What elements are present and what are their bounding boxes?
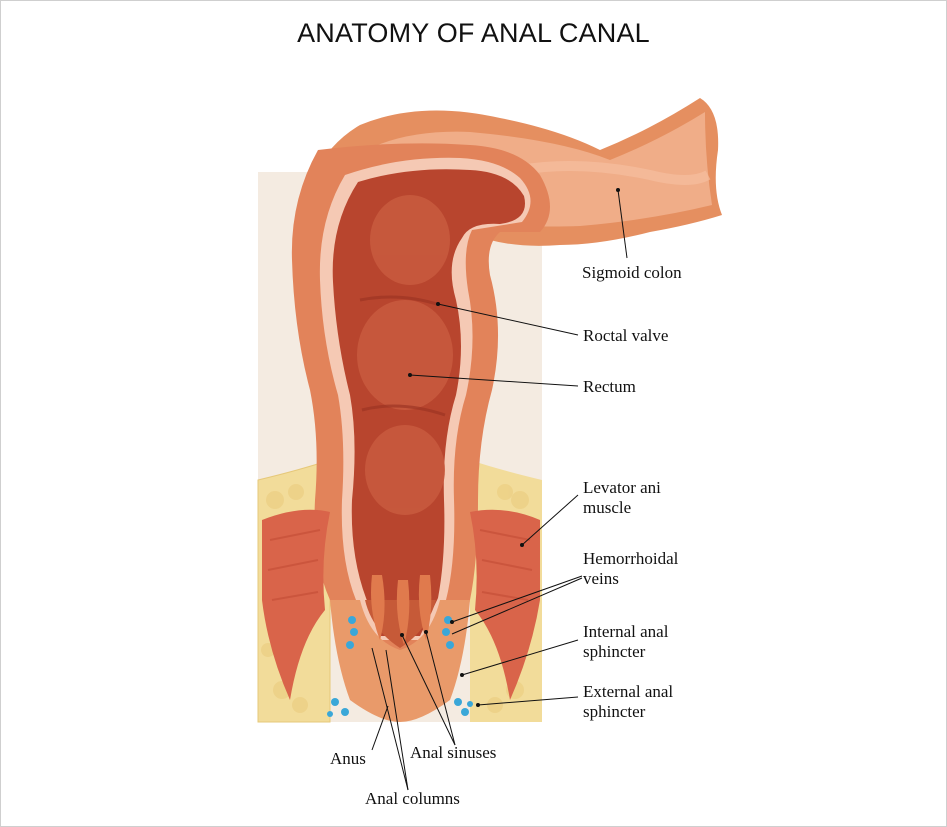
- label-sigmoid-colon: Sigmoid colon: [582, 263, 682, 282]
- label-anus: Anus: [330, 749, 366, 768]
- label-rectum: Rectum: [583, 377, 636, 396]
- label-anal-columns: Anal columns: [365, 789, 460, 808]
- label-external-2: sphincter: [583, 702, 645, 721]
- label-rectal-valve: Roctal valve: [583, 326, 668, 345]
- label-anal-sinuses: Anal sinuses: [410, 743, 496, 762]
- label-hemorrhoidal-1: Hemorrhoidal: [583, 549, 678, 568]
- label-levator-ani-2: muscle: [583, 498, 631, 517]
- label-levator-ani-1: Levator ani: [583, 478, 661, 497]
- label-internal-2: sphincter: [583, 642, 645, 661]
- label-external-1: External anal: [583, 682, 673, 701]
- label-internal-1: Internal anal: [583, 622, 668, 641]
- label-hemorrhoidal-2: veins: [583, 569, 619, 588]
